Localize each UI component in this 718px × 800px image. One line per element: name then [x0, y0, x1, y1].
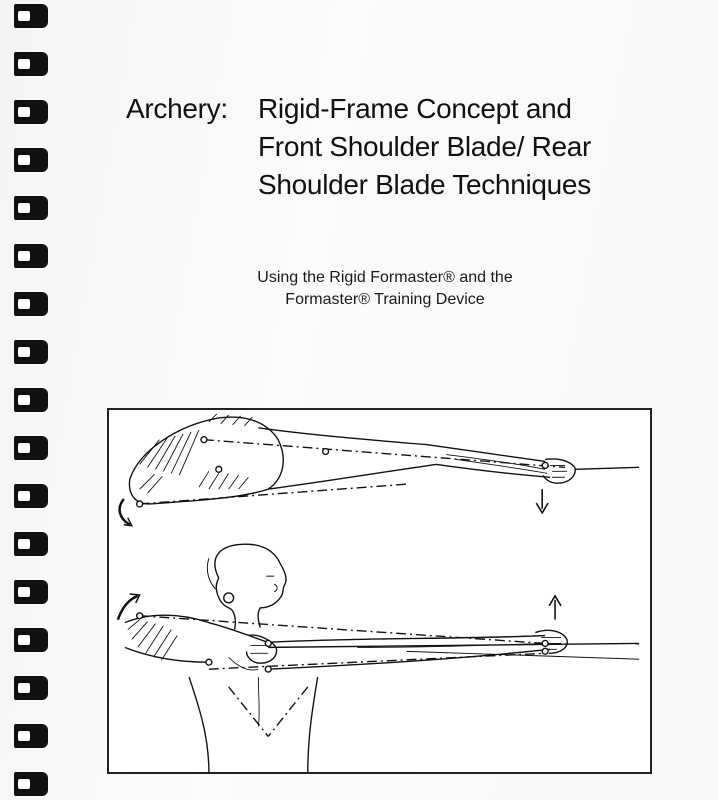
binding-coil: [14, 436, 48, 460]
binding-coil: [14, 724, 48, 748]
title-prefix: Archery:: [126, 93, 228, 124]
binding-coil: [14, 340, 48, 364]
binding-coil: [14, 244, 48, 268]
front-view-archer-illustration: [116, 543, 640, 772]
binding-coil: [14, 676, 48, 700]
binding-coil: [14, 772, 48, 796]
binding-coil: [14, 196, 48, 220]
subtitle-line-1: Using the Rigid Formaster® and the: [257, 269, 513, 286]
binding-coil: [14, 292, 48, 316]
binding-coil: [14, 484, 48, 508]
title-line-3: Shoulder Blade Techniques: [258, 169, 591, 200]
archery-illustration: [107, 408, 652, 774]
title-line-1: Rigid-Frame Concept and: [258, 93, 572, 124]
binding-coil: [14, 388, 48, 412]
binding-coil: [14, 532, 48, 556]
top-view-arm-illustration: [118, 413, 640, 527]
binding-coil: [14, 628, 48, 652]
binding-coil: [14, 4, 48, 28]
binding-coil: [14, 100, 48, 124]
subtitle-line-2: Formaster® Training Device: [285, 291, 485, 308]
title-line-2: Front Shoulder Blade/ Rear: [258, 131, 592, 162]
spiral-binding: [6, 0, 54, 800]
binding-coil: [14, 148, 48, 172]
binding-coil: [14, 580, 48, 604]
subtitle: Using the Rigid Formaster® and the Forma…: [200, 267, 570, 311]
page-title: Rigid-Frame Concept and Front Shoulder B…: [258, 90, 698, 204]
binding-coil: [14, 52, 48, 76]
